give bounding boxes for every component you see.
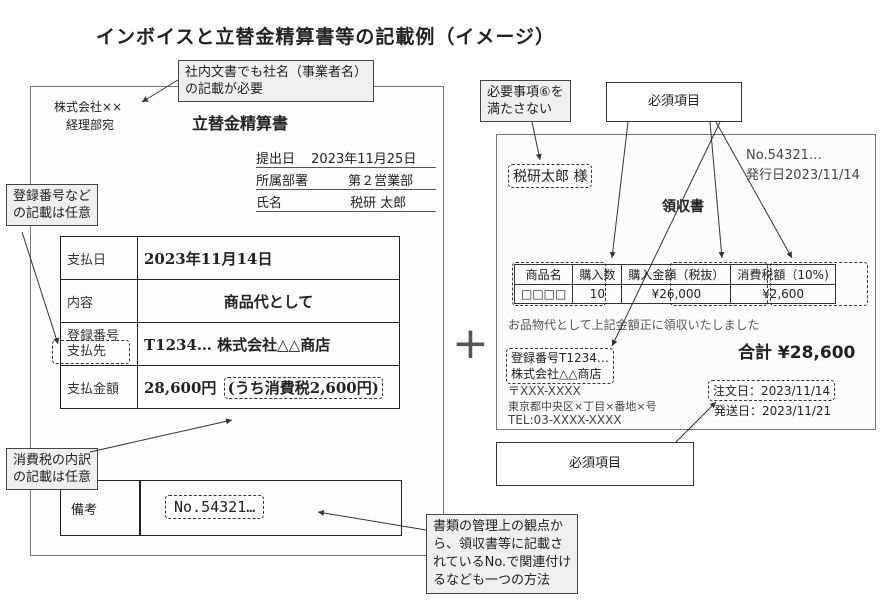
header-item: 商品名 bbox=[513, 264, 574, 285]
dept-value: 第２営業部 bbox=[348, 174, 414, 189]
callout-reg-optional: 登録番号など の記載は任意 bbox=[6, 184, 99, 226]
callout-company-name: 社内文書でも社名（事業者名） の記載が必要 bbox=[178, 60, 375, 102]
callout-management: 書類の管理上の観点か ら、領収書等に記載さ れているNo.で関連付け るなども一… bbox=[426, 514, 579, 594]
page-title: インボイスと立替金精算書等の記載例（イメージ） bbox=[96, 26, 556, 48]
callout-tax-optional: 消費税の内訳 の記載は任意 bbox=[6, 448, 99, 490]
recipient-dept: 経理部宛 bbox=[66, 118, 115, 132]
issuer-address: 東京都中央区×丁目×番地×号 bbox=[508, 400, 657, 413]
arrow-requirement6 bbox=[531, 121, 542, 161]
cell-tax: ¥2,600 bbox=[730, 284, 836, 304]
remarks-box: 備考 No.54321… bbox=[60, 480, 402, 536]
receipt-issue-date: 発行日2023/11/14 bbox=[746, 168, 860, 183]
receipt-total: 合計 ¥28,600 bbox=[738, 343, 856, 363]
submit-date-line: 提出日 2023年11月25日 bbox=[256, 148, 436, 168]
receipt-number: No.54321… bbox=[746, 148, 822, 163]
payee-label: 支払先 bbox=[67, 344, 107, 359]
arrow-required-tax bbox=[715, 121, 793, 259]
cell-amount: ¥26,000 bbox=[621, 284, 732, 304]
arrow-required-date bbox=[675, 401, 717, 443]
table-row: □□□□ 10 ¥26,000 ¥2,600 bbox=[513, 284, 836, 304]
name-value: 税研 太郎 bbox=[350, 196, 407, 211]
receipt-title: 領収書 bbox=[662, 199, 704, 215]
reg-number-highlight bbox=[52, 340, 130, 364]
issuer-name: 株式会社△△商店 bbox=[511, 367, 602, 381]
settlement-title: 立替金精算書 bbox=[192, 114, 289, 133]
table-row: 商品名 購入数 購入金額（税抜） 消費税額（10%) bbox=[513, 264, 836, 285]
amount-value: 28,600円 bbox=[144, 378, 217, 397]
submit-label: 提出日 bbox=[256, 152, 296, 167]
issuer-box: 登録番号T1234… 株式会社△△商店 bbox=[506, 348, 614, 384]
plus-sign: + bbox=[452, 318, 489, 369]
payee-value: T1234… 株式会社△△商店 bbox=[137, 322, 400, 366]
remarks-value: No.54321… bbox=[165, 495, 265, 519]
receipt-items-table: 商品名 購入数 購入金額（税抜） 消費税額（10%) □□□□ 10 ¥26,0… bbox=[513, 264, 836, 304]
header-qty: 購入数 bbox=[572, 264, 623, 285]
callout-requirement6: 必要事項⑥を 満たさない bbox=[480, 80, 571, 122]
remarks-divider bbox=[139, 481, 141, 535]
name-line: 氏名 税研 太郎 bbox=[256, 192, 436, 212]
name-label: 氏名 bbox=[256, 196, 283, 211]
settlement-table: 支払日 2023年11月14日 内容 商品代として 登録番号 支払先 T1234… bbox=[60, 236, 400, 409]
order-date: 注文日：2023/11/14 bbox=[708, 380, 836, 401]
arrow-required-amount bbox=[709, 121, 725, 259]
cell-item: □□□□ bbox=[513, 284, 574, 304]
callout-required-bottom: 必須項目 bbox=[496, 442, 694, 486]
arrow-management bbox=[317, 510, 427, 531]
arrow-required-item bbox=[609, 121, 629, 259]
item-highlight bbox=[512, 262, 606, 306]
receipt-addressee: 税研太郎 様 bbox=[508, 164, 593, 188]
receipt-note: お品物代として上記金額正に領収いたしました bbox=[508, 318, 760, 332]
remarks-label: 備考 bbox=[71, 503, 98, 518]
arrow-tax-optional bbox=[89, 418, 233, 453]
recipient-company: 株式会社×× bbox=[54, 100, 123, 114]
tax-breakdown: (うち消費税2,600円) bbox=[223, 376, 383, 399]
dept-label: 所属部署 bbox=[256, 174, 309, 189]
amount-cell: 28,600円 (うち消費税2,600円) bbox=[137, 365, 400, 409]
issuer-reg: 登録番号T1234… bbox=[511, 351, 609, 365]
cell-qty: 10 bbox=[572, 284, 623, 304]
tax-highlight bbox=[770, 262, 868, 306]
arrow-reg-optional bbox=[21, 231, 60, 345]
arrow-required-issuer bbox=[611, 121, 721, 347]
content-label: 内容 bbox=[60, 279, 138, 323]
issuer-postal: 〒XXX-XXXX bbox=[508, 384, 581, 398]
dept-line: 所属部署 第２営業部 bbox=[256, 170, 436, 190]
callout-required-top: 必須項目 bbox=[606, 82, 742, 122]
ship-date: 発送日：2023/11/21 bbox=[714, 404, 832, 418]
table-row: 支払金額 28,600円 (うち消費税2,600円) bbox=[60, 365, 400, 409]
issuer-tel: TEL:03-XXXX-XXXX bbox=[508, 413, 622, 427]
submit-date: 2023年11月25日 bbox=[311, 152, 417, 167]
amount-highlight bbox=[670, 262, 768, 306]
arrow-company-name bbox=[141, 79, 179, 103]
